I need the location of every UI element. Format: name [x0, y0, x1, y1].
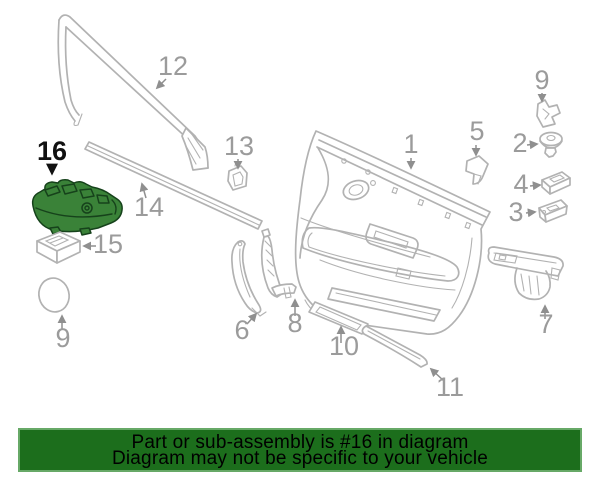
part-11-drawing: [361, 325, 428, 368]
part-12-arrow: [155, 78, 167, 90]
part-3-label: 3: [508, 197, 523, 227]
part-5-label: 5: [469, 116, 484, 146]
part-15-label: 15: [93, 229, 123, 259]
part-9-right-label: 9: [534, 65, 549, 95]
highlight-banner: Part or sub-assembly is #16 in diagram D…: [18, 428, 582, 472]
part-4-drawing: [541, 171, 571, 195]
part-6-arrow: [246, 312, 258, 325]
part-12-drawing: [57, 14, 209, 171]
part-10-drawing: [308, 301, 369, 335]
part-7-drawing: [487, 246, 564, 301]
part-2-drawing: [539, 131, 563, 158]
part-2-arrow: [526, 140, 539, 150]
part-8-label: 8: [287, 308, 302, 338]
part-15-drawing: [36, 231, 81, 264]
part-8-drawing: [260, 228, 297, 299]
part-11-arrow: [429, 367, 445, 382]
part-14-arrow: [139, 182, 149, 199]
part-3-arrow: [525, 208, 537, 218]
part-4-label: 4: [513, 169, 528, 199]
part-4-arrow: [529, 181, 542, 191]
part-6-drawing: [231, 240, 267, 317]
part-11-label: 11: [436, 372, 464, 402]
banner-line-1: Part or sub-assembly is #16 in diagram: [131, 432, 469, 453]
part-16-label-highlighted: 16: [37, 136, 67, 166]
part-2-label: 2: [512, 128, 527, 158]
part-16-drawing-highlighted: [31, 179, 123, 236]
part-10-label: 10: [329, 331, 359, 361]
part-1-label: 1: [403, 129, 418, 159]
part-1-drawing: [294, 130, 491, 335]
banner-line-2: Diagram may not be specific to your vehi…: [111, 447, 489, 469]
part-14-drawing: [84, 141, 263, 230]
part-9-right-drawing: [536, 99, 561, 128]
part-7-label: 7: [538, 309, 553, 339]
part-3-drawing: [538, 199, 568, 223]
part-12-label: 12: [158, 51, 188, 81]
part-5-drawing: [465, 155, 489, 185]
part-9-left-label: 9: [55, 323, 70, 353]
part-13-label: 13: [224, 131, 254, 161]
part-6-label: 6: [234, 315, 249, 345]
part-14-label: 14: [134, 192, 164, 222]
part-9-left-drawing: [38, 277, 70, 313]
